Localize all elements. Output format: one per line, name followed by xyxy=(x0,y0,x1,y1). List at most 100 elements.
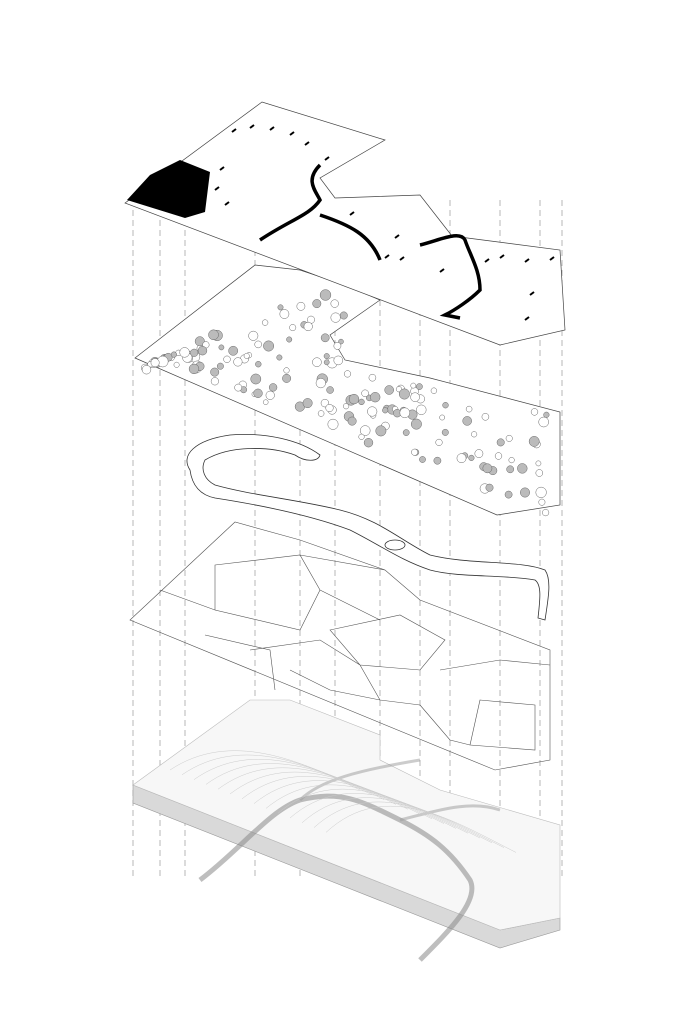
tree-symbols xyxy=(140,289,550,517)
path-marker xyxy=(219,166,225,171)
tree-icon xyxy=(430,387,438,394)
tree-icon xyxy=(517,463,528,474)
path-marker xyxy=(549,256,555,261)
tree-icon xyxy=(375,425,387,437)
tree-icon xyxy=(505,434,513,442)
tree-icon xyxy=(312,357,322,367)
tree-icon xyxy=(302,398,313,409)
tree-icon xyxy=(330,312,341,323)
tree-icon xyxy=(538,416,549,428)
tree-icon xyxy=(494,452,503,460)
roundabout xyxy=(384,539,406,551)
tree-icon xyxy=(330,299,339,308)
path-marker xyxy=(439,268,445,273)
tree-icon xyxy=(442,402,449,409)
path-marker xyxy=(324,156,330,161)
tree-icon xyxy=(319,289,332,301)
path-marker xyxy=(231,128,237,133)
contour-line xyxy=(313,801,505,848)
path-marker xyxy=(349,211,355,216)
tree-icon xyxy=(530,408,539,416)
tree-icon xyxy=(216,362,224,370)
tree-icon xyxy=(343,370,352,378)
tree-icon xyxy=(253,388,263,398)
black-building-block xyxy=(127,160,210,218)
tree-icon xyxy=(150,358,160,368)
tree-icon xyxy=(210,367,220,377)
tree-icon xyxy=(234,383,243,392)
tree-icon xyxy=(402,429,410,436)
tree-icon xyxy=(535,460,542,467)
main-path xyxy=(259,163,482,320)
path-marker xyxy=(214,186,220,191)
tree-icon xyxy=(333,355,344,366)
buildings-paths-layer xyxy=(124,101,566,346)
path-marker xyxy=(524,316,530,321)
tree-icon xyxy=(223,355,231,363)
path-marker xyxy=(249,124,255,129)
tree-icon xyxy=(416,404,427,415)
tree-icon xyxy=(338,338,344,345)
tree-icon xyxy=(250,373,262,385)
tree-icon xyxy=(339,311,348,320)
parcels-layer xyxy=(129,521,551,771)
tree-icon xyxy=(542,509,550,517)
tree-icon xyxy=(261,319,269,326)
contour-line xyxy=(253,780,445,824)
tree-icon xyxy=(262,399,269,405)
tree-icon xyxy=(368,373,377,382)
tree-icon xyxy=(188,363,200,375)
contour-line xyxy=(169,750,361,791)
parcel-lines xyxy=(159,554,551,751)
tree-icon xyxy=(197,346,208,356)
tree-icon xyxy=(173,361,180,368)
contour-line xyxy=(217,767,409,810)
tree-icon xyxy=(363,438,374,448)
tree-icon xyxy=(276,354,283,361)
tree-icon xyxy=(439,414,446,421)
tree-icon xyxy=(296,301,306,311)
tree-icon xyxy=(325,403,334,413)
path-marker xyxy=(224,201,230,206)
tree-icon xyxy=(327,418,339,430)
road-layer xyxy=(186,434,550,621)
tree-icon xyxy=(441,428,449,436)
tree-icon xyxy=(462,416,472,426)
path-marker xyxy=(394,234,400,239)
tree-icon xyxy=(283,367,290,374)
tree-icon xyxy=(359,425,371,436)
tree-icon xyxy=(535,469,544,477)
tree-icon xyxy=(315,378,326,389)
tree-icon xyxy=(411,448,419,456)
tree-icon xyxy=(265,390,275,400)
tree-icon xyxy=(323,359,330,366)
tree-icon xyxy=(416,383,423,390)
tree-icon xyxy=(255,361,262,368)
tree-icon xyxy=(508,457,515,464)
tree-icon xyxy=(208,329,219,341)
contour-line xyxy=(289,793,481,839)
terrain-contours xyxy=(169,750,517,853)
path-marker xyxy=(399,256,405,261)
tree-icon xyxy=(268,383,278,392)
path-marker xyxy=(289,131,295,136)
tree-icon xyxy=(465,405,473,413)
tree-icon xyxy=(433,456,442,465)
tree-icon xyxy=(317,410,325,417)
tree-icon xyxy=(210,377,219,386)
tree-icon xyxy=(263,340,275,352)
tree-icon xyxy=(333,342,342,350)
tree-icon xyxy=(233,357,243,367)
tree-icon xyxy=(303,321,313,332)
terrain-top xyxy=(132,699,561,931)
path-marker xyxy=(384,254,390,259)
tree-icon xyxy=(218,344,225,351)
tree-icon xyxy=(282,373,292,383)
tree-icon xyxy=(248,330,259,341)
tree-icon xyxy=(170,351,177,358)
contour-line xyxy=(229,771,421,815)
tree-icon xyxy=(348,393,360,405)
tree-icon xyxy=(286,336,293,343)
tree-icon xyxy=(419,456,426,463)
